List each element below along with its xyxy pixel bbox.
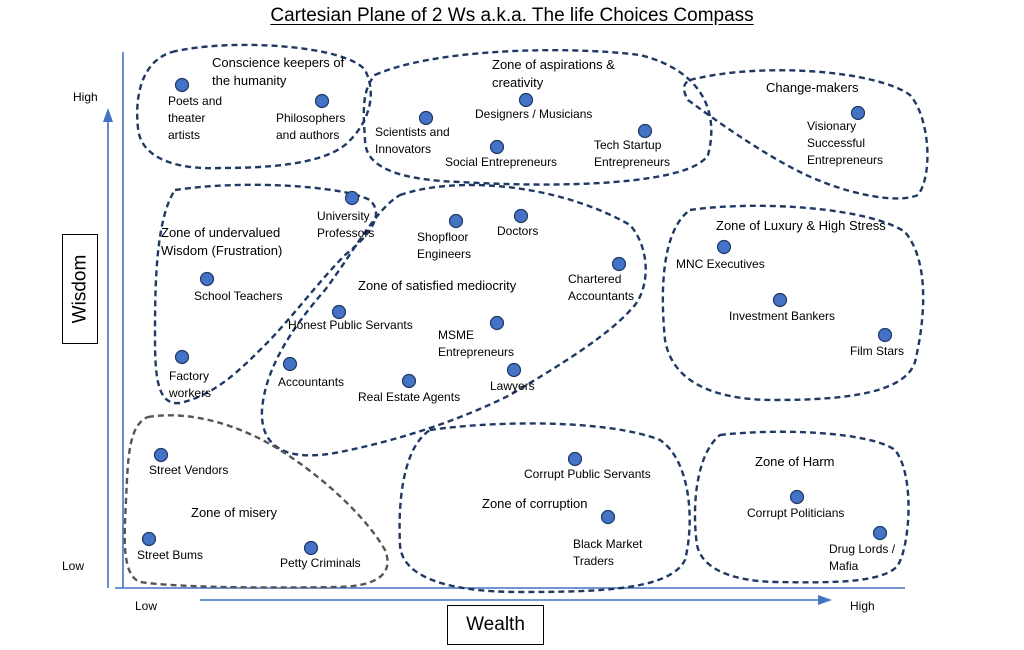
- dot-street-bums: [141, 531, 157, 547]
- zone-label-undervalued: Zone of undervalued Wisdom (Frustration): [161, 225, 283, 258]
- y-high-label: High: [73, 90, 98, 104]
- dot-street-vendors: [153, 447, 169, 463]
- dot-shopfloor-engineers: [448, 213, 464, 229]
- dot-film-stars: [877, 327, 893, 343]
- zone-luxury-high-stress: [661, 204, 925, 402]
- label-film-stars: Film Stars: [850, 344, 904, 358]
- label-street-vendors: Street Vendors: [149, 463, 229, 477]
- zone-misery: [123, 414, 389, 589]
- diagram-title: Cartesian Plane of 2 Ws a.k.a. The life …: [270, 5, 754, 26]
- label-real-estate: Real Estate Agents: [358, 390, 461, 404]
- zone-satisfied-mediocrity: [260, 183, 647, 457]
- dot-university-professors: [344, 190, 360, 206]
- dot-poets: [174, 77, 190, 93]
- label-social-entrepreneurs: Social Entrepreneurs: [445, 155, 558, 169]
- zone-label-change-makers: Change-makers: [766, 80, 859, 95]
- zone-label-luxury: Zone of Luxury & High Stress: [716, 218, 886, 233]
- dot-visionary: [850, 105, 866, 121]
- label-doctors: Doctors: [497, 224, 539, 238]
- zone-change-makers: [682, 69, 929, 200]
- y-low-label: Low: [62, 559, 85, 573]
- label-shopfloor-engineers: Shopfloor Engineers: [417, 230, 472, 261]
- x-axis-label: Wealth: [466, 614, 525, 635]
- y-axis-label: Wisdom: [69, 254, 90, 324]
- dot-social-entrepreneurs: [489, 139, 505, 155]
- label-black-market: Black Market Traders: [573, 537, 643, 568]
- dot-honest-public-servants: [331, 304, 347, 320]
- label-chartered-accountants: Chartered Accountants: [568, 272, 635, 303]
- label-poets: Poets and theater artists: [168, 94, 223, 142]
- dot-msme: [489, 315, 505, 331]
- label-factory-workers: Factory workers: [169, 369, 212, 400]
- label-drug-lords: Drug Lords / Mafia: [829, 542, 896, 573]
- y-axis-label-box: Wisdom: [62, 234, 98, 344]
- dot-philosophers: [314, 93, 330, 109]
- label-tech-startup: Tech Startup Entrepreneurs: [594, 138, 671, 169]
- zone-aspirations-creativity: [362, 48, 713, 186]
- dot-school-teachers: [199, 271, 215, 287]
- dot-doctors: [513, 208, 529, 224]
- x-low-label: Low: [135, 599, 158, 613]
- dot-scientists: [418, 110, 434, 126]
- label-petty-criminals: Petty Criminals: [280, 556, 361, 570]
- x-high-label: High: [850, 599, 875, 613]
- dot-chartered-accountants: [611, 256, 627, 272]
- zone-harm: [693, 430, 910, 584]
- zone-conscience-keepers: [136, 43, 372, 170]
- label-accountants: Accountants: [278, 375, 345, 389]
- label-investment-bankers: Investment Bankers: [729, 309, 836, 323]
- zone-label-corruption: Zone of corruption: [482, 496, 588, 511]
- label-corrupt-public-servants: Corrupt Public Servants: [524, 467, 651, 481]
- dot-tech-startup: [637, 123, 653, 139]
- label-designers: Designers / Musicians: [475, 107, 593, 121]
- zone-label-mediocrity: Zone of satisfied mediocrity: [358, 278, 517, 293]
- dot-factory-workers: [174, 349, 190, 365]
- dot-investment-bankers: [772, 292, 788, 308]
- dot-accountants: [282, 356, 298, 372]
- label-philosophers: Philosophers and authors: [276, 111, 346, 142]
- dot-real-estate: [401, 373, 417, 389]
- x-axis-arrowhead: [818, 595, 832, 605]
- dot-corrupt-politicians: [789, 489, 805, 505]
- label-msme: MSME Entrepreneurs: [438, 328, 515, 359]
- dot-corrupt-public-servants: [567, 451, 583, 467]
- label-honest-public-servants: Honest Public Servants: [288, 318, 413, 332]
- zone-label-harm: Zone of Harm: [755, 454, 835, 469]
- dot-mnc: [716, 239, 732, 255]
- label-visionary: Visionary Successful Entrepreneurs: [807, 119, 884, 167]
- label-university-professors: University Professors: [317, 209, 375, 240]
- dot-designers: [518, 92, 534, 108]
- label-corrupt-politicians: Corrupt Politicians: [747, 506, 845, 520]
- label-scientists: Scientists and Innovators: [375, 125, 450, 156]
- dot-black-market: [600, 509, 616, 525]
- zone-corruption: [398, 422, 691, 594]
- dot-petty-criminals: [303, 540, 319, 556]
- zone-label-conscience: Conscience keepers of the humanity: [212, 55, 345, 88]
- label-lawyers: Lawyers: [490, 379, 535, 393]
- x-axis-label-box: Wealth: [447, 605, 544, 645]
- label-street-bums: Street Bums: [137, 548, 204, 562]
- label-mnc: MNC Executives: [676, 257, 765, 271]
- zone-label-misery: Zone of misery: [191, 505, 277, 520]
- y-axis-arrowhead: [103, 108, 113, 122]
- label-school-teachers: School Teachers: [194, 289, 283, 303]
- dot-drug-lords: [872, 525, 888, 541]
- zone-label-aspirations: Zone of aspirations & creativity: [492, 57, 615, 90]
- dot-lawyers: [506, 362, 522, 378]
